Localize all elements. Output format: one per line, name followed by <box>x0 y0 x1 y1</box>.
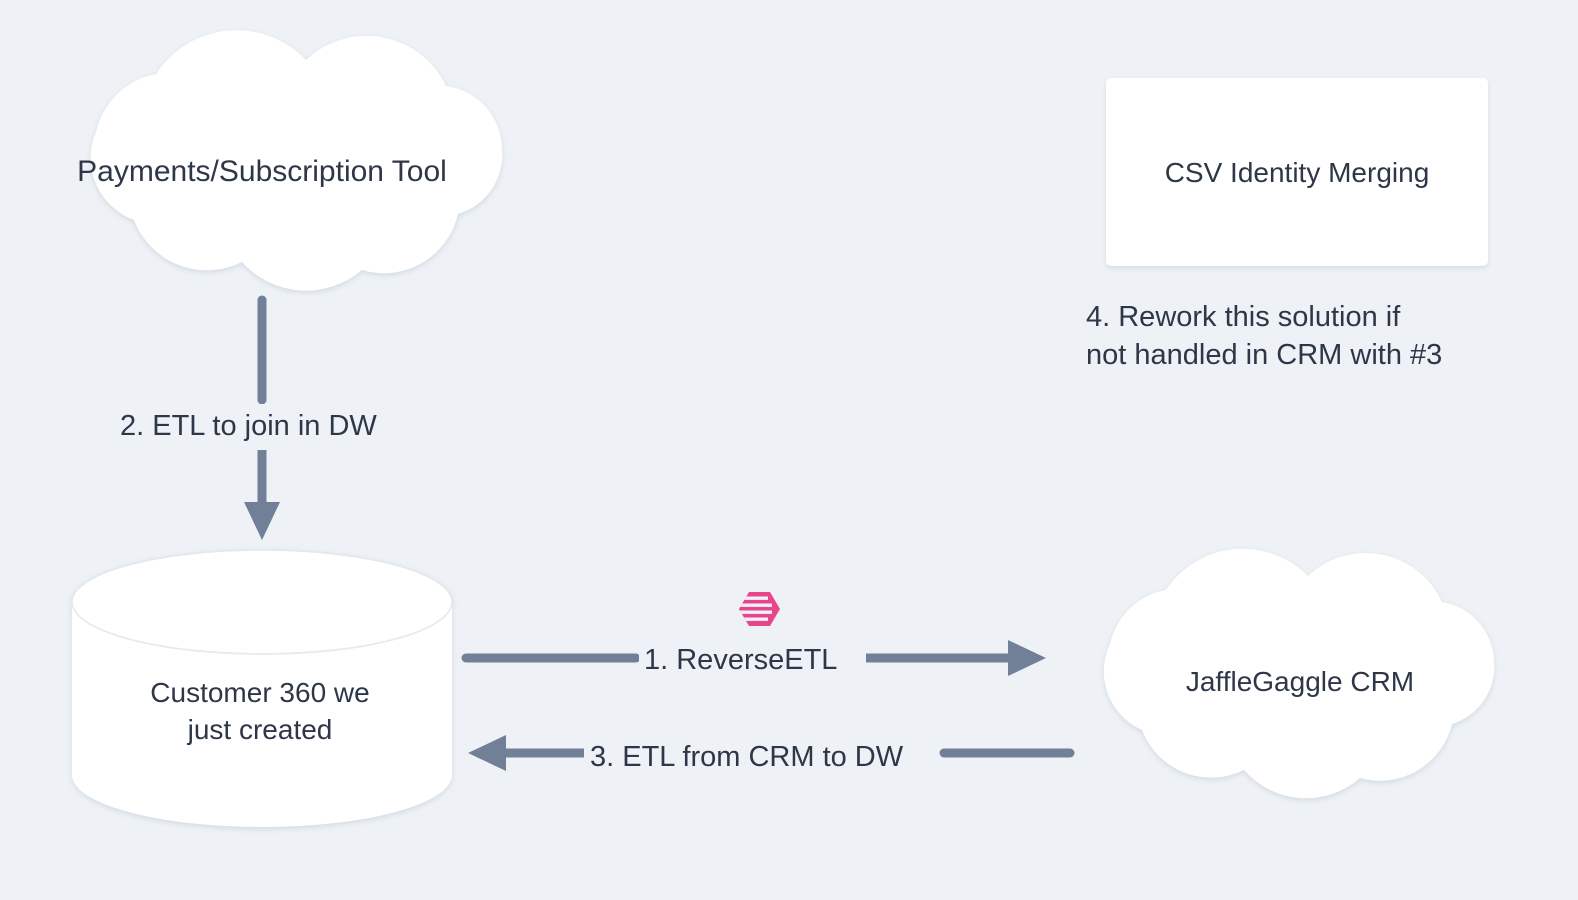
node-warehouse-cylinder[interactable] <box>71 549 453 827</box>
node-payments-cloud[interactable] <box>90 30 503 291</box>
edge-3-arrow <box>468 735 1075 771</box>
edge-2-label: 2. ETL to join in DW <box>114 404 383 449</box>
node-crm-cloud[interactable] <box>1103 548 1495 799</box>
edge-1-label: 1. ReverseETL <box>639 639 843 682</box>
edge-1-arrow <box>461 640 1046 676</box>
edge-2-arrow <box>244 295 280 540</box>
edge-3-label: 3. ETL from CRM to DW <box>585 736 909 779</box>
annotation-note-4: 4. Rework this solution if not handled i… <box>1082 296 1520 377</box>
node-csv-box[interactable] <box>1106 78 1488 266</box>
hightouch-hexagon-icon <box>739 592 780 626</box>
